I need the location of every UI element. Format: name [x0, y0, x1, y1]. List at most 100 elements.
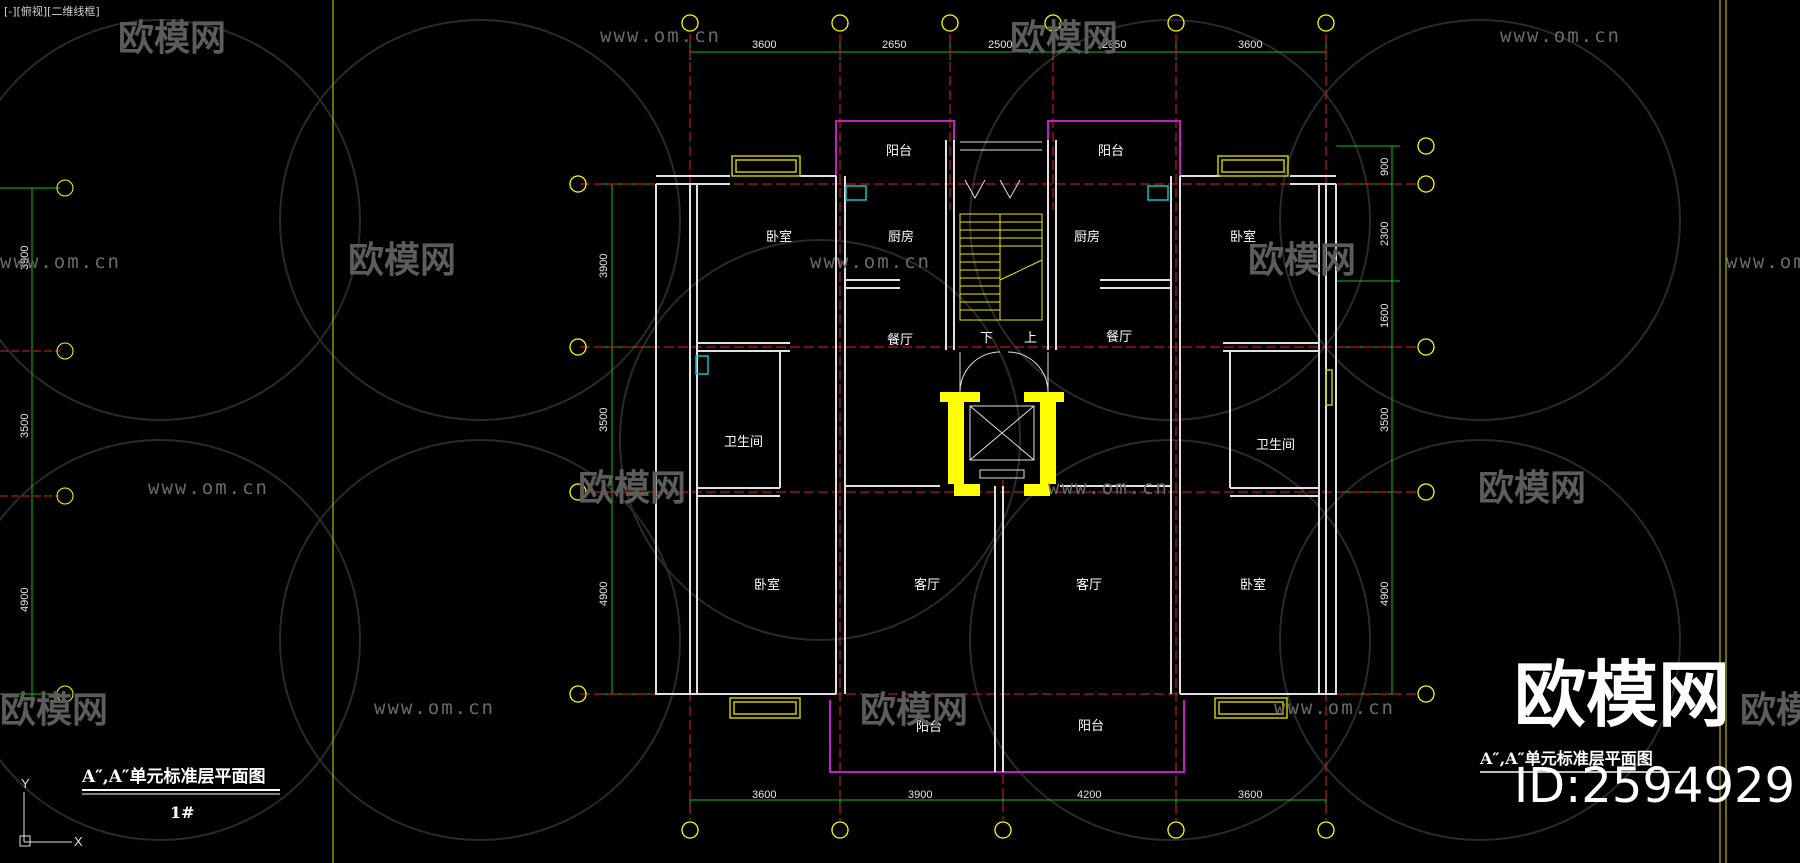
room-label-bedroom: 卧室 [766, 229, 792, 245]
watermark: 欧模网 www.om.cn 欧模网 www.om.cn www.om.cn 欧模… [0, 18, 1800, 731]
dim-text: 4900 [1379, 582, 1391, 606]
title-block: A″,A″单元标准层平面图 1# [81, 766, 280, 822]
axis-bubble [1417, 483, 1435, 501]
watermark-url: www.om.cn [148, 477, 269, 499]
watermark-brand: 欧模网 [118, 18, 226, 59]
room-label-bedroom: 卧室 [754, 577, 780, 593]
dim-text: 3500 [19, 414, 31, 438]
room-labels: 卧室 厨房 阳台 阳台 厨房 卧室 餐厅 餐厅 卫生间 卫生间 卧室 客厅 客厅… [724, 144, 1295, 735]
axis-bubble [1417, 338, 1435, 356]
watermark-url: www.om.cn [600, 25, 721, 47]
dim-text: 3900 [908, 789, 932, 801]
axis-bubble [56, 179, 74, 197]
dim-text: 2500 [988, 39, 1012, 51]
axis-bubble [569, 685, 587, 703]
axis-bubble [1317, 14, 1335, 32]
watermark-url: www.om.cn [1726, 251, 1800, 273]
axis-bubble [569, 175, 587, 193]
axis-bubble [681, 14, 699, 32]
watermark-brand: 欧模网 [1248, 240, 1356, 281]
dim-text: 900 [1379, 158, 1391, 176]
ucs-x-label: X [74, 834, 83, 849]
windows [729, 155, 1333, 719]
watermark-url: www.om.cn [1274, 697, 1395, 719]
room-label-kitchen: 厨房 [1074, 229, 1100, 245]
watermark-big-brand: 欧模网 [1514, 653, 1730, 737]
axis-bubble [56, 685, 74, 703]
room-label-dining: 餐厅 [887, 332, 913, 348]
doors [959, 351, 1049, 393]
axis-bubble [56, 487, 74, 505]
watermark-brand: 欧模网 [1740, 690, 1800, 731]
room-label-balcony: 阳台 [1078, 719, 1104, 734]
watermark-url: www.om.cn [810, 251, 931, 273]
ucs-y-label: Y [21, 776, 30, 791]
room-label-balcony: 阳台 [886, 144, 912, 159]
watermark-brand: 欧模网 [0, 690, 108, 731]
axis-bubble [56, 342, 74, 360]
dim-text: 3600 [752, 39, 776, 51]
dimension-texts: 3600 2650 2500 2950 3600 3600 3900 4200 … [598, 39, 1391, 801]
room-label-bathroom: 卫生间 [724, 435, 763, 450]
axis-bubble [831, 14, 849, 32]
dim-text: 3900 [598, 254, 610, 278]
drawing-subtitle: 1# [170, 803, 195, 822]
balconies [829, 120, 1185, 773]
watermark-brand: 欧模网 [1010, 18, 1118, 59]
room-label-balcony: 阳台 [1098, 144, 1124, 159]
axis-bubble [831, 821, 849, 839]
axis-bubble [1167, 14, 1185, 32]
dim-text: 2300 [1379, 222, 1391, 246]
watermark-url: www.om.cn [0, 251, 121, 273]
viewport-label[interactable]: [-][俯视][二维线框] [4, 5, 100, 18]
walls [655, 140, 1337, 772]
room-label-dining: 餐厅 [1106, 329, 1132, 345]
watermark-url: www.om.cn [1048, 477, 1169, 499]
watermark-brand: 欧模网 [578, 468, 686, 509]
title-block-right: A″,A″单元标准层平面图 [1479, 749, 1680, 773]
elevator [940, 392, 1064, 496]
axis-bubble [1167, 821, 1185, 839]
dim-text: 1600 [1379, 304, 1391, 328]
watermark-brand: 欧模网 [860, 690, 968, 731]
watermark-brand: 欧模网 [1478, 468, 1586, 509]
dim-text: 4900 [598, 582, 610, 606]
axis-bubble [941, 14, 959, 32]
dim-text: 3600 [1238, 789, 1262, 801]
drawing-title: A″,A″单元标准层平面图 [81, 766, 266, 787]
room-label-living: 客厅 [1076, 577, 1102, 593]
room-label-bathroom: 卫生间 [1256, 438, 1295, 453]
axis-bubble [569, 338, 587, 356]
watermark-brand: 欧模网 [348, 240, 456, 281]
dim-text: 3500 [1379, 408, 1391, 432]
dim-text: 2650 [882, 39, 906, 51]
room-label-living: 客厅 [914, 577, 940, 593]
dim-text: 4900 [19, 588, 31, 612]
dim-text: 4200 [1077, 789, 1101, 801]
axis-bubble [1417, 137, 1435, 155]
axis-bubble [1417, 685, 1435, 703]
fixtures [695, 185, 1169, 375]
left-partial-plan: 3900 3500 4900 [0, 179, 74, 703]
axis-bubble [1044, 14, 1062, 32]
axis-bubble [1417, 175, 1435, 193]
drawing-title-right: A″,A″单元标准层平面图 [1479, 749, 1653, 768]
stair [959, 141, 1043, 321]
axis-bubble [1317, 821, 1335, 839]
dim-text: 3600 [1238, 39, 1262, 51]
room-label-kitchen: 厨房 [888, 229, 914, 245]
axis-bubble [681, 821, 699, 839]
watermark-id: ID:2594929 [1514, 758, 1795, 814]
dim-text: 3600 [752, 789, 776, 801]
dim-text: 3900 [19, 246, 31, 270]
watermark-url: www.om.cn [374, 697, 495, 719]
room-label-bedroom: 卧室 [1230, 229, 1256, 245]
axis-bubbles [569, 14, 1435, 839]
ucs-icon [19, 792, 72, 847]
axis-bubble [994, 821, 1012, 839]
stair-up-label: 上 [1024, 331, 1037, 346]
stair-down-label: 下 [980, 331, 993, 346]
room-label-bedroom: 卧室 [1240, 577, 1266, 593]
watermark-url: www.om.cn [1500, 25, 1621, 47]
